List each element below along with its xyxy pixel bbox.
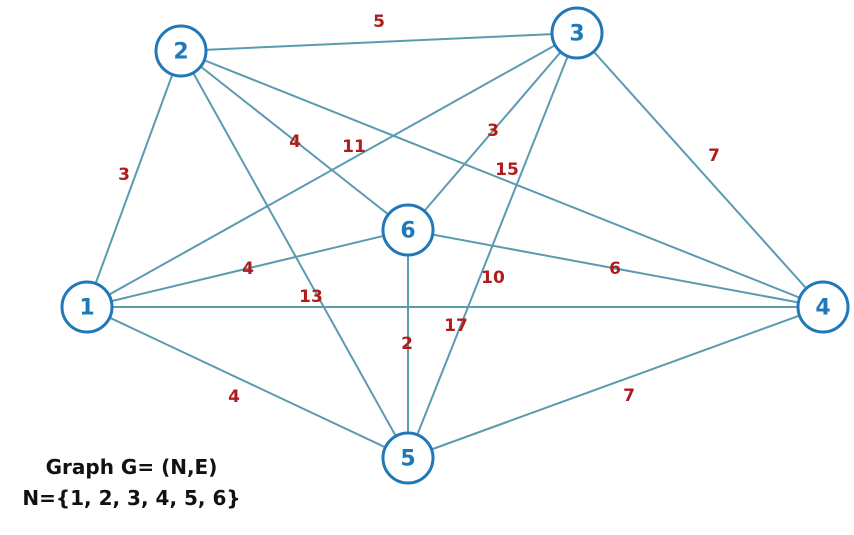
caption-graph-definition: Graph G= (N,E) <box>45 455 218 479</box>
edge-3-6 <box>407 32 578 231</box>
edge-3-1 <box>86 32 578 308</box>
graph-caption: Graph G= (N,E) N={1, 2, 3, 4, 5, 6} <box>14 452 249 514</box>
node-label-2: 2 <box>173 40 188 65</box>
edge-weight-3-4: 7 <box>708 146 720 166</box>
edge-2-4 <box>180 50 824 308</box>
edge-2-3 <box>180 32 578 52</box>
node-label-4: 4 <box>815 296 830 321</box>
edge-2-1 <box>86 50 182 308</box>
edge-1-5 <box>86 306 409 459</box>
edge-weight-5-4: 7 <box>623 386 635 406</box>
edge-3-4 <box>576 32 824 308</box>
edge-2-5 <box>180 50 409 459</box>
edge-weight-1-6: 4 <box>242 259 254 279</box>
node-circle-6 <box>381 203 435 257</box>
node-3: 3 <box>550 6 604 60</box>
weight-label-layer: 5 3 4 13 15 11 3 10 7 4 17 4 6 2 7 <box>118 12 720 407</box>
node-5: 5 <box>381 431 435 485</box>
edge-weight-6-4: 6 <box>609 259 621 279</box>
edge-weight-1-5: 4 <box>228 387 240 407</box>
edge-weight-2-3: 5 <box>373 12 385 32</box>
node-label-3: 3 <box>569 22 584 47</box>
node-label-5: 5 <box>400 447 415 472</box>
node-2: 2 <box>154 24 208 78</box>
edge-weight-1-4: 17 <box>444 316 468 336</box>
node-label-1: 1 <box>79 296 94 321</box>
edge-weight-2-1: 3 <box>118 165 130 185</box>
edge-layer <box>86 32 824 459</box>
edge-weight-2-5: 13 <box>299 287 323 307</box>
node-circle-2 <box>154 24 208 78</box>
node-1: 1 <box>60 280 114 334</box>
edge-1-6 <box>86 229 409 308</box>
edge-weight-6-5: 2 <box>401 334 413 354</box>
node-6: 6 <box>381 203 435 257</box>
node-circle-3 <box>550 6 604 60</box>
edge-5-4 <box>407 306 824 459</box>
edge-6-4 <box>407 229 824 308</box>
edge-2-6 <box>180 50 409 231</box>
node-4: 4 <box>796 280 850 334</box>
node-label-6: 6 <box>400 219 415 244</box>
edge-weight-2-4: 15 <box>495 160 519 180</box>
edge-weight-2-6: 4 <box>289 132 301 152</box>
node-layer: 1 2 3 4 5 6 <box>60 6 850 485</box>
edge-weight-3-6: 3 <box>487 121 499 141</box>
node-circle-1 <box>60 280 114 334</box>
caption-node-set: N={1, 2, 3, 4, 5, 6} <box>22 486 241 510</box>
edge-weight-3-5: 10 <box>481 268 505 288</box>
node-circle-4 <box>796 280 850 334</box>
edge-weight-3-1: 11 <box>342 137 366 157</box>
node-circle-5 <box>381 431 435 485</box>
